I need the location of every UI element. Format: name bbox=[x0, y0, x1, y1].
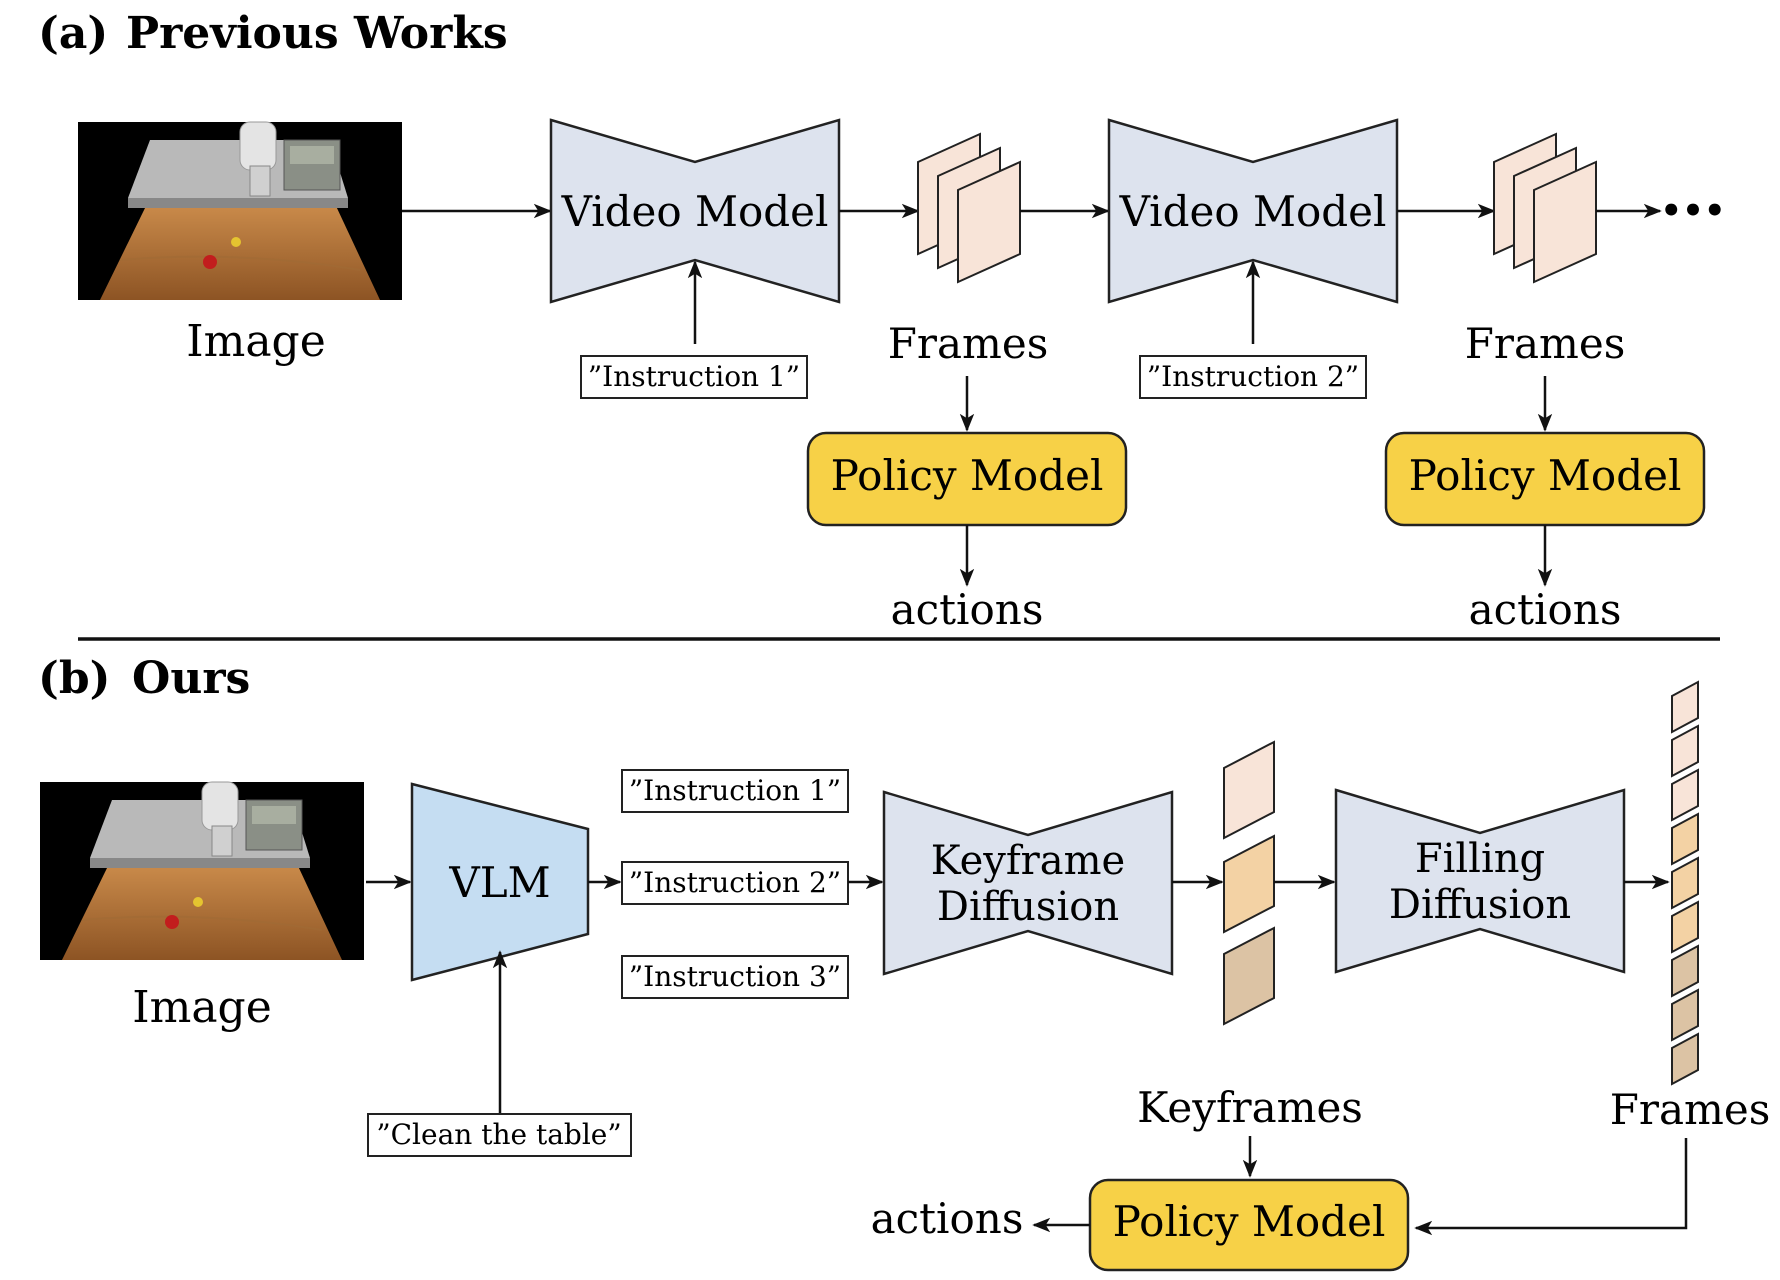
instruction-2-text-a: ”Instruction 2” bbox=[1147, 360, 1359, 393]
keyframes-label: Keyframes bbox=[1137, 1083, 1363, 1132]
filling-diffusion-label-2: Diffusion bbox=[1389, 882, 1571, 928]
task-instruction-box bbox=[367, 1113, 632, 1157]
frames-label-b: Frames bbox=[1610, 1085, 1771, 1134]
frames-label-2: Frames bbox=[1465, 319, 1626, 368]
scene-image-b bbox=[40, 781, 364, 960]
frames-label-1: Frames bbox=[888, 319, 1049, 368]
keyframe-diffusion-label-1: Keyframe bbox=[931, 838, 1125, 884]
filling-diffusion-label-1: Filling bbox=[1415, 836, 1545, 882]
policy-model-b-label: Policy Model bbox=[1113, 1197, 1386, 1246]
actions-label-b: actions bbox=[871, 1194, 1024, 1243]
instruction-1-text-a: ”Instruction 1” bbox=[588, 360, 800, 393]
instruction-1-text-b: ”Instruction 1” bbox=[629, 774, 841, 807]
instruction-2-box-a bbox=[1139, 355, 1367, 399]
actions-label-1: actions bbox=[891, 585, 1044, 634]
keyframes-stack bbox=[1223, 740, 1275, 1026]
ellipsis: ••• bbox=[1660, 191, 1725, 231]
filling-diffusion-block bbox=[1334, 788, 1626, 974]
keyframe-2 bbox=[1223, 834, 1275, 934]
policy-model-1-label: Policy Model bbox=[831, 451, 1104, 500]
keyframe-diffusion-block bbox=[882, 790, 1174, 976]
frames-stack-1 bbox=[917, 132, 1021, 284]
frames-column bbox=[1671, 680, 1699, 1086]
task-instruction-text: ”Clean the table” bbox=[376, 1118, 621, 1151]
instruction-2-text-b: ”Instruction 2” bbox=[629, 866, 841, 899]
video-model-1-label: Video Model bbox=[561, 187, 829, 236]
image-label-b: Image bbox=[132, 982, 272, 1033]
keyframe-1 bbox=[1223, 740, 1275, 840]
instruction-1-box-a bbox=[580, 355, 808, 399]
instruction-3-text-b: ”Instruction 3” bbox=[629, 960, 841, 993]
instruction-3-box-b bbox=[621, 955, 849, 999]
actions-label-2: actions bbox=[1469, 585, 1622, 634]
keyframe-diffusion-label-2: Diffusion bbox=[937, 884, 1119, 930]
frames-stack-2 bbox=[1493, 132, 1597, 284]
section-b-label: (b) bbox=[38, 653, 110, 704]
image-label-a: Image bbox=[186, 316, 326, 367]
arrow-frames-to-policy bbox=[1414, 1138, 1688, 1236]
section-b-title: Ours bbox=[132, 653, 250, 704]
instruction-2-box-b bbox=[621, 861, 849, 905]
video-model-2 bbox=[1107, 118, 1399, 304]
video-model-1 bbox=[549, 118, 841, 304]
section-a-label: (a) bbox=[38, 8, 108, 59]
policy-model-2-label: Policy Model bbox=[1409, 451, 1682, 500]
vlm-block bbox=[410, 782, 590, 982]
video-model-2-label: Video Model bbox=[1119, 187, 1387, 236]
section-a-title: Previous Works bbox=[126, 8, 508, 59]
scene-image-a bbox=[78, 121, 402, 300]
keyframe-3 bbox=[1223, 926, 1275, 1026]
instruction-1-box-b bbox=[621, 769, 849, 813]
vlm-label: VLM bbox=[448, 858, 550, 907]
